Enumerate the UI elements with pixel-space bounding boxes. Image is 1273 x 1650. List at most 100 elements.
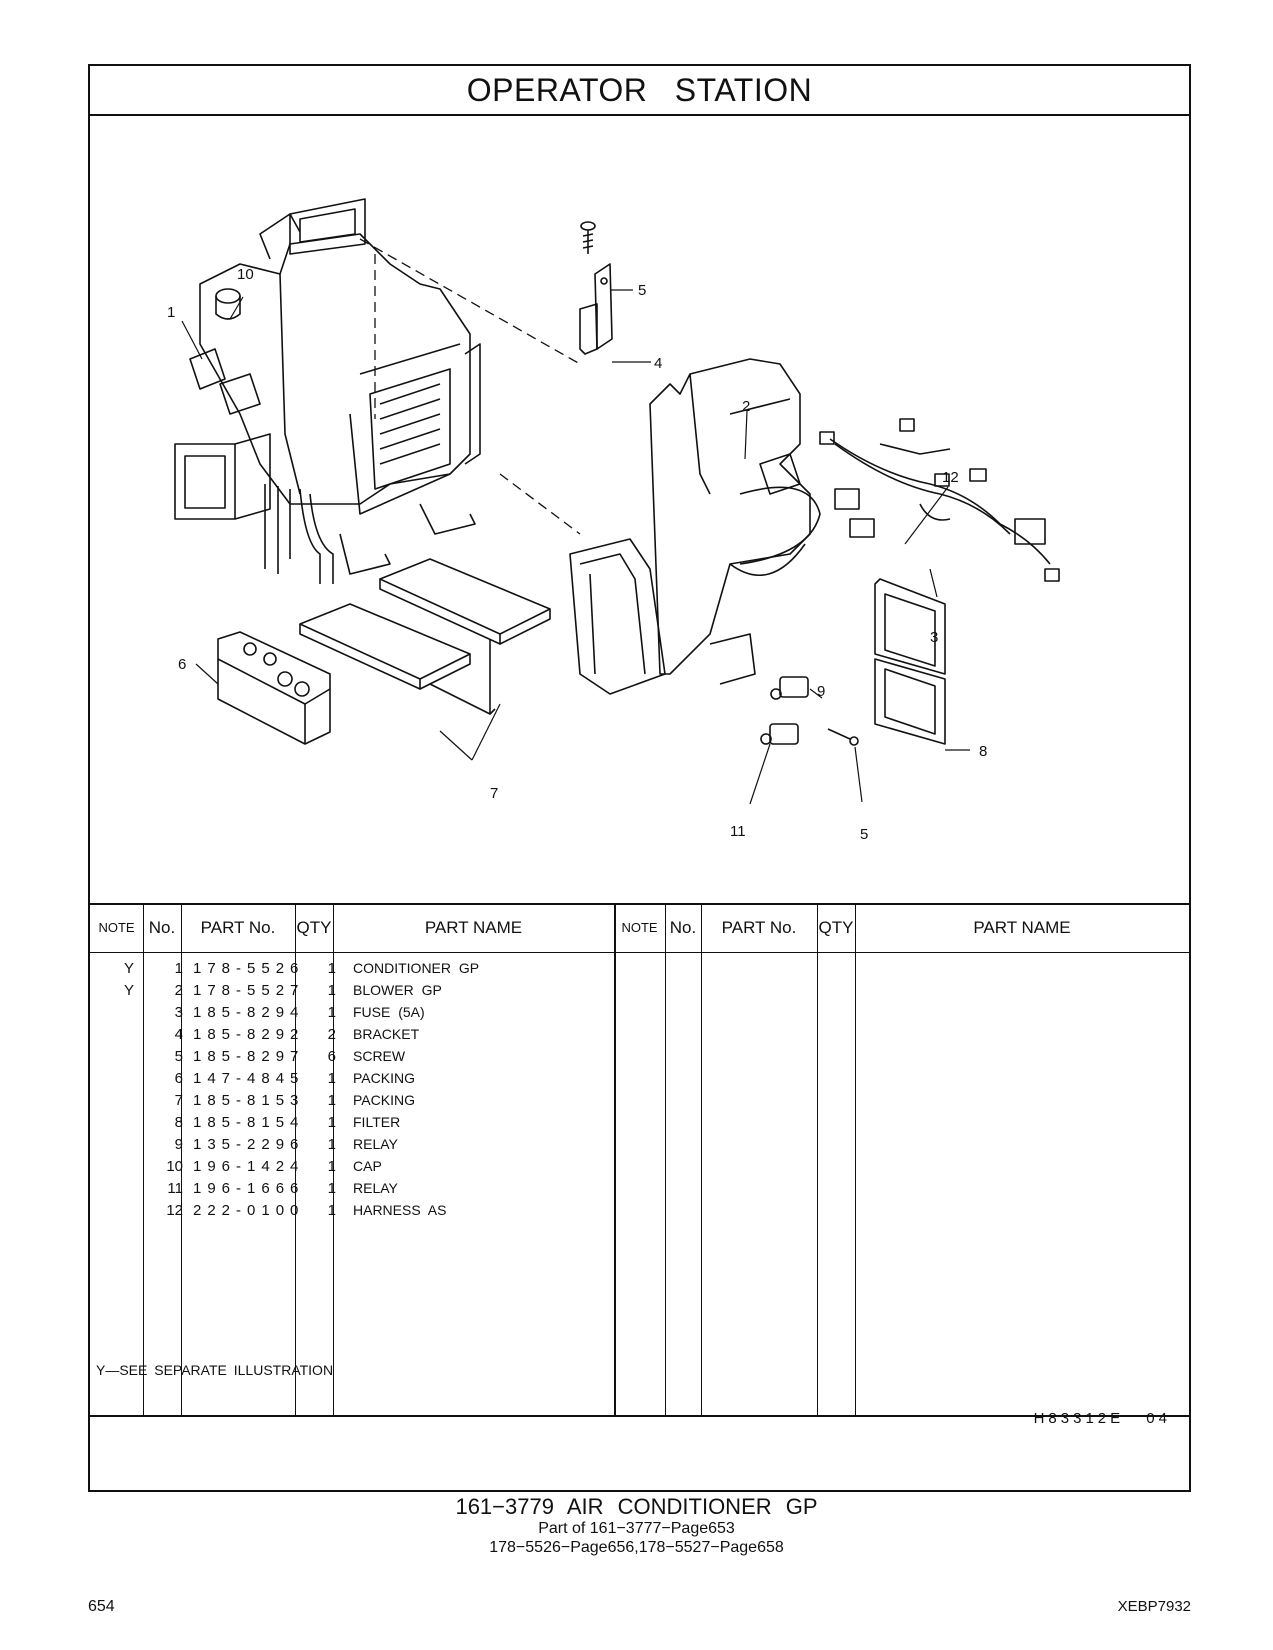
row-part-number: 178-5527: [193, 982, 305, 999]
callout-7: 7: [490, 785, 498, 802]
row-note: Y: [123, 960, 134, 977]
page-title: OPERATOR STATION: [90, 66, 1189, 116]
row-part-number: 185-8297: [193, 1048, 305, 1065]
row-part-name: CONDITIONER GP: [353, 960, 480, 976]
row-number: 4: [174, 1026, 183, 1043]
blower-unit-drawing: [569, 358, 821, 695]
caption-part-of: Part of 161−3777−Page653: [538, 1520, 735, 1537]
exploded-parts-diagram: 1 10 5 4 2 12 3 6 7 8 9 11 5: [90, 114, 1189, 904]
row-part-number: 185-8154: [193, 1114, 305, 1131]
parts-table: NOTE No. PART No. QTY PART NAME NOTE No.…: [90, 903, 1189, 1417]
row-number: 8: [174, 1114, 183, 1131]
row-number: 9: [174, 1136, 183, 1153]
row-part-name: CAP: [353, 1158, 382, 1174]
packing-6-drawing: [217, 631, 331, 745]
header-qty-left: QTY: [296, 918, 332, 937]
row-quantity: 1: [327, 1092, 336, 1109]
header-qty-right: QTY: [818, 918, 854, 937]
row-quantity: 1: [327, 1004, 336, 1021]
page-number: 654: [88, 1598, 115, 1615]
row-part-name: BLOWER GP: [353, 982, 442, 998]
caption-group-title: 161−3779 AIR CONDITIONER GP: [455, 1494, 818, 1519]
callout-5b: 5: [860, 826, 868, 843]
row-part-number: 178-5526: [193, 960, 305, 977]
caption-references: 178−5526−Page656,178−5527−Page658: [489, 1539, 784, 1556]
table-row: Y 1 178-5526 1 CONDITIONER GP: [90, 957, 1189, 980]
packing-7-drawing: [299, 558, 551, 715]
row-number: 10: [166, 1158, 183, 1175]
callout-6: 6: [178, 656, 186, 673]
row-part-number: 185-8294: [193, 1004, 305, 1021]
header-no-left: No.: [148, 918, 176, 937]
relay-drawings: [760, 676, 859, 746]
row-quantity: 1: [327, 960, 336, 977]
row-quantity: 1: [327, 1136, 336, 1153]
header-no-right: No.: [669, 918, 697, 937]
row-part-number: 185-8153: [193, 1092, 305, 1109]
row-quantity: 1: [327, 1202, 336, 1219]
row-quantity: 2: [327, 1026, 336, 1043]
parts-page-frame: OPERATOR STATION: [88, 64, 1191, 1492]
footnote: Y—SEE SEPARATE ILLUSTRATION: [96, 1362, 334, 1378]
callout-5a: 5: [638, 282, 646, 299]
callout-12: 12: [942, 469, 959, 486]
row-note: Y: [123, 982, 134, 999]
table-row: 7 185-8153 1 PACKING: [90, 1089, 1189, 1112]
bracket-and-screw-drawing: [579, 221, 613, 355]
row-number: 2: [174, 982, 183, 999]
table-row: 9 135-2296 1 RELAY: [90, 1133, 1189, 1156]
callout-9: 9: [817, 683, 825, 700]
table-row: 8 185-8154 1 FILTER: [90, 1111, 1189, 1134]
callout-8: 8: [979, 743, 987, 760]
row-part-name: FILTER: [353, 1114, 401, 1130]
row-number: 3: [174, 1004, 183, 1021]
filter-drawing: [874, 578, 946, 745]
callout-1: 1: [167, 304, 175, 321]
table-row: 6 147-4845 1 PACKING: [90, 1067, 1189, 1090]
callout-10: 10: [237, 266, 254, 283]
row-part-name: FUSE (5A): [353, 1004, 425, 1020]
row-quantity: 1: [327, 982, 336, 999]
row-part-name: RELAY: [353, 1136, 398, 1152]
table-row: 4 185-8292 2 BRACKET: [90, 1023, 1189, 1046]
callout-3: 3: [930, 629, 938, 646]
row-part-name: BRACKET: [353, 1026, 420, 1042]
row-number: 6: [174, 1070, 183, 1087]
callout-11: 11: [730, 823, 746, 840]
header-note-right: NOTE: [621, 920, 658, 935]
row-part-name: PACKING: [353, 1092, 415, 1108]
table-row: 10 196-1424 1 CAP: [90, 1155, 1189, 1178]
row-quantity: 6: [327, 1048, 336, 1065]
callout-4: 4: [654, 355, 662, 372]
table-row: 3 185-8294 1 FUSE (5A): [90, 1001, 1189, 1024]
row-part-name: PACKING: [353, 1070, 415, 1086]
header-note-left: NOTE: [98, 920, 135, 935]
diagram-svg: 1 10 5 4 2 12 3 6 7 8 9 11 5: [167, 198, 1060, 843]
table-row: Y 2 178-5527 1 BLOWER GP: [90, 979, 1189, 1002]
row-quantity: 1: [327, 1180, 336, 1197]
row-quantity: 1: [327, 1114, 336, 1131]
header-part-no-left: PART No.: [200, 918, 276, 937]
row-part-number: 135-2296: [193, 1136, 305, 1153]
row-quantity: 1: [327, 1158, 336, 1175]
row-part-number: 185-8292: [193, 1026, 305, 1043]
row-number: 7: [174, 1092, 183, 1109]
row-part-number: 222-0100: [193, 1202, 305, 1219]
row-part-name: RELAY: [353, 1180, 398, 1196]
row-part-number: 196-1424: [193, 1158, 305, 1175]
header-part-no-right: PART No.: [721, 918, 797, 937]
wire-harness-drawing: [819, 418, 1060, 582]
row-part-name: SCREW: [353, 1048, 406, 1064]
row-part-name: HARNESS AS: [353, 1202, 447, 1218]
document-code: XEBP7932: [1117, 1598, 1191, 1615]
callout-2: 2: [742, 398, 750, 415]
header-part-name-right: PART NAME: [973, 918, 1071, 937]
row-quantity: 1: [327, 1070, 336, 1087]
conditioner-unit-drawing: [174, 198, 481, 584]
row-part-number: 196-1666: [193, 1180, 305, 1197]
callout-labels: 1 10 5 4 2 12 3 6 7 8 9 11 5: [167, 266, 987, 843]
row-part-number: 147-4845: [193, 1070, 305, 1087]
row-number: 1: [174, 960, 183, 977]
